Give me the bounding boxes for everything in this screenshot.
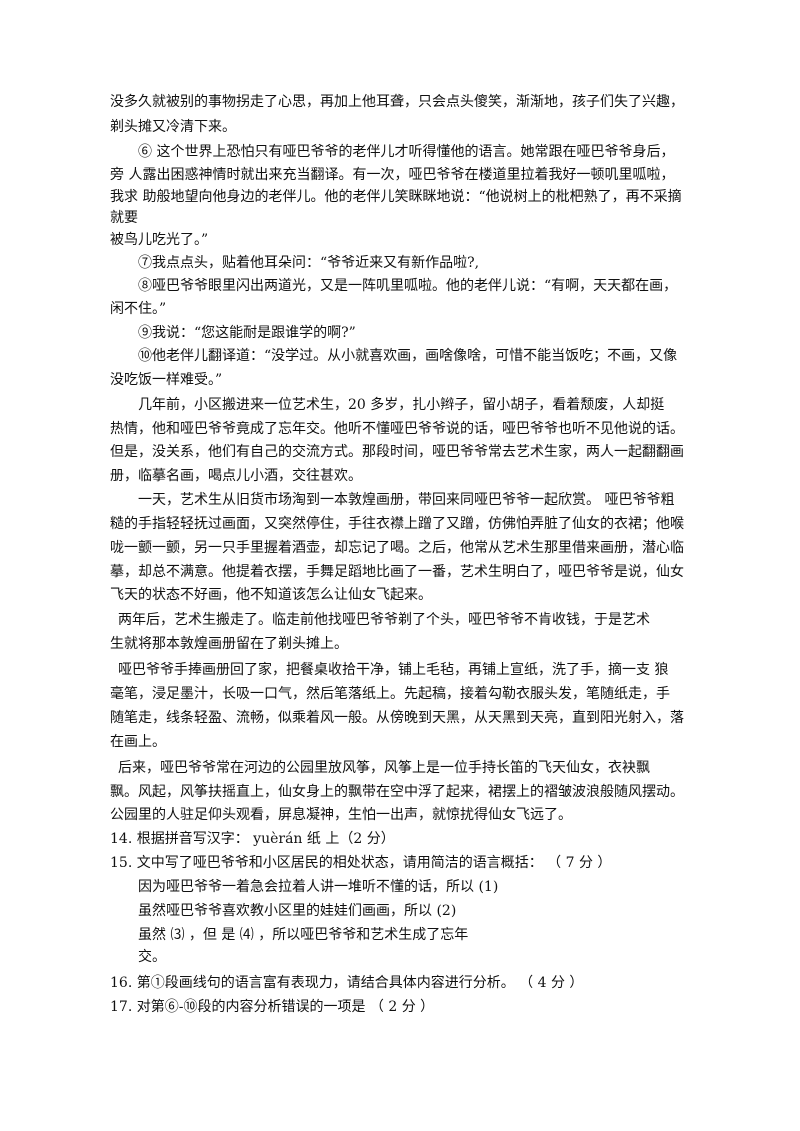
- text-line: 哑巴爷爷手捧画册回了家，把餐桌收拾干净，铺上毛毡，再铺上宣纸，洗了手，摘一支 狼: [118, 662, 669, 678]
- text-line: 册，临摹名画，喝点儿小酒，交往甚欢。: [110, 468, 362, 484]
- question-15-item-3: 虽然 ⑶ ，但 是 ⑷ ，所以哑巴爷爷和艺术生成了忘年: [138, 927, 469, 943]
- text-line: 剃头摊又冷清下来。: [110, 119, 236, 135]
- question-15-item-3-cont: 交。: [138, 949, 166, 965]
- question-15-item-1: 因为哑巴爷爷一着急会拉着人讲一堆听不懂的话，所以 (1): [138, 879, 499, 895]
- text-line: 两年后，艺术生搬走了。临走前他找哑巴爷爷剃了个头，哑巴爷爷不肯收钱，于是艺术: [118, 612, 650, 628]
- text-line: 就要: [110, 210, 138, 226]
- text-line: 公园里的人驻足仰头观看，屏息凝神，生怕一出声，就惊扰得仙女飞远了。: [110, 807, 572, 823]
- text-line: 在画上。: [110, 734, 166, 750]
- text-line: 但是，没关系，他们有自己的交流方式。那段时间，哑巴爷爷常去艺术生家，两人一起翻翻…: [110, 444, 684, 460]
- text-line: ⑧哑巴爷爷眼里闪出两道光，又是一阵叽里呱啦。他的老伴儿说：“有啊，天天都在画，: [138, 278, 678, 294]
- text-line: ⑩他老伴儿翻译道：“没学过。从小就喜欢画，画啥像啥，可惜不能当饭吃；不画，又像: [138, 348, 678, 364]
- text-line: 飘。风起，风筝扶摇直上，仙女身上的飘带在空中浮了起来，裙摆上的褶皱波浪般随风摆动…: [110, 784, 684, 800]
- text-line: 我求 助般地望向他身边的老伴儿。他的老伴儿笑眯眯地说：“他说树上的枇杷熟了，再不…: [110, 189, 682, 205]
- text-line: 后来，哑巴爷爷常在河边的公园里放风筝，风筝上是一位手持长笛的飞天仙女，衣袂飘: [118, 760, 650, 776]
- text-line: 没吃饭一样难受。”: [110, 372, 223, 388]
- text-line: 飞天的状态不好画，他不知道该怎么让仙女飞起来。: [110, 587, 432, 603]
- text-line: ⑥ 这个世界上恐怕只有哑巴爷爷的老伴儿才听得懂他的语言。她常跟在哑巴爷爷身后，: [138, 144, 675, 160]
- text-line: ⑦我点点头，贴着他耳朵问：“爷爷近来又有新作品啦?,: [138, 255, 480, 271]
- text-line: 旁 人露出困惑神情时就出来充当翻译。有一次，哑巴爷爷在楼道里拉着我好一顿叽里呱啦…: [110, 167, 675, 183]
- question-15: 15. 文中写了哑巴爷爷和小区居民的相处状态，请用简洁的语言概括： （ 7 分 …: [110, 855, 612, 871]
- text-line: 咙一颤一颤，另一只手里握着酒壶，却忘记了喝。之后，他常从艺术生那里借来画册，潜心…: [110, 540, 684, 556]
- text-line: ⑨我说：“您这能耐是跟谁学的啊?”: [138, 325, 356, 341]
- text-line: 没多久就被别的事物拐走了心思，再加上他耳聋，只会点头傻笑，渐渐地，孩子们失了兴趣…: [110, 94, 684, 110]
- text-line: 一天，艺术生从旧货市场淘到一本敦煌画册，带回来同哑巴爷爷一起欣赏。 哑巴爷爷粗: [138, 492, 675, 508]
- question-14: 14. 根据拼音写汉字： yuèrán 纸 上（2 分）: [110, 831, 395, 847]
- text-line: 毫笔，浸足墨汁，长吸一口气，然后笔落纸上。先起稿，接着勾勒衣服头发，笔随纸走，手: [110, 686, 670, 702]
- text-line: 被鸟儿吃光了。”: [110, 232, 209, 248]
- question-17: 17. 对第⑥-⑩段的内容分析错误的一项是 （ 2 分 ）: [110, 999, 435, 1015]
- question-16: 16. 第①段画线句的语言富有表现力，请结合具体内容进行分析。 （ 4 分 ）: [110, 975, 584, 991]
- text-line: 随笔走，线条轻盈、流畅，似乘着风一般。从傍晚到天黑，从天黑到天亮，直到阳光射入，…: [110, 710, 684, 726]
- text-line: 热情，他和哑巴爷爷竟成了忘年交。他听不懂哑巴爷爷说的话，哑巴爷爷也听不见他说的话…: [110, 421, 684, 437]
- text-line: 糙的手指轻轻抚过画面，又突然停住，手往衣襟上蹭了又蹭，仿佛怕弄脏了仙女的衣裙；他…: [110, 516, 684, 532]
- text-line: 几年前，小区搬进来一位艺术生，20 多岁，扎小辫子，留小胡子，看着颓废，人却挺: [138, 397, 665, 413]
- question-15-item-2: 虽然哑巴爷爷喜欢教小区里的娃娃们画画，所以 (2): [138, 903, 457, 919]
- text-line: 闲不住。”: [110, 301, 167, 317]
- text-line: 生就将那本敦煌画册留在了剃头摊上。: [110, 636, 348, 652]
- text-line: 摹，却总不满意。他提着衣摆，手舞足蹈地比画了一番，艺术生明白了，哑巴爷爷是说，仙…: [110, 564, 684, 580]
